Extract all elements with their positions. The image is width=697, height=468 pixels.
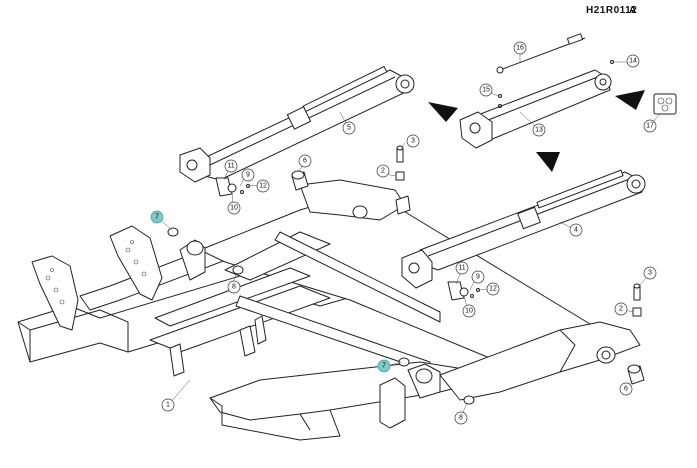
svg-text:7: 7 (155, 214, 159, 221)
svg-text:5: 5 (347, 125, 351, 132)
small-parts (167, 60, 677, 405)
svg-text:1: 1 (166, 402, 170, 409)
view-arrow-icon (615, 90, 645, 110)
svg-text:8: 8 (232, 284, 236, 291)
svg-text:6: 6 (303, 158, 307, 165)
callout-part-8: 8 (227, 280, 241, 294)
callout-part-12: 12 (486, 282, 500, 296)
drawing-code: H21R0112 (586, 5, 638, 16)
svg-text:3: 3 (648, 270, 652, 277)
svg-text:8: 8 (459, 415, 463, 422)
callout-part-17: 17 (643, 119, 657, 133)
callout-part-7: 7 (150, 210, 164, 224)
svg-text:12: 12 (259, 183, 267, 190)
callout-part-2: 2 (376, 164, 390, 178)
view-arrow-icon (536, 152, 560, 172)
callout-part-4: 4 (569, 223, 583, 237)
svg-text:15: 15 (482, 87, 490, 94)
svg-text:2: 2 (619, 306, 623, 313)
callout-part-9: 9 (241, 168, 255, 182)
callout-part-11: 11 (224, 159, 238, 173)
view-arrow-icon (428, 102, 458, 122)
svg-text:11: 11 (458, 265, 465, 272)
svg-text:7: 7 (382, 363, 386, 370)
callout-part-6: 6 (619, 382, 633, 396)
svg-text:12: 12 (489, 286, 497, 293)
callout-part-8: 8 (454, 411, 468, 425)
svg-text:3: 3 (411, 138, 415, 145)
svg-text:10: 10 (465, 308, 473, 315)
callout-part-9: 9 (471, 270, 485, 284)
callout-part-10: 10 (462, 304, 476, 318)
callout-part-16: 16 (513, 41, 527, 55)
svg-text:4: 4 (574, 227, 578, 234)
callout-part-2: 2 (614, 302, 628, 316)
hydraulic-cylinder-13 (459, 33, 612, 149)
svg-text:9: 9 (246, 172, 250, 179)
hydraulic-cylinder-4 (401, 169, 646, 289)
callout-part-5: 5 (342, 121, 356, 135)
svg-text:11: 11 (227, 163, 234, 170)
callout-part-7: 7 (377, 359, 391, 373)
callouts: 1 2 2 3 3 4 5 6 6 7 7 8 8 9 9 10 10 11 1… (150, 41, 657, 425)
callout-part-12: 12 (256, 179, 270, 193)
main-frame (17, 179, 641, 441)
callout-part-14: 14 (626, 54, 640, 68)
svg-text:16: 16 (516, 45, 524, 52)
svg-text:9: 9 (476, 274, 480, 281)
svg-text:2: 2 (381, 168, 385, 175)
callout-part-6: 6 (298, 154, 312, 168)
svg-text:14: 14 (629, 58, 637, 65)
callout-part-1: 1 (161, 398, 175, 412)
hydraulic-cylinder-5 (179, 66, 415, 183)
svg-text:17: 17 (646, 123, 654, 130)
callout-part-15: 15 (479, 83, 493, 97)
view-arrows (428, 90, 645, 172)
callout-part-11: 11 (455, 261, 469, 275)
svg-text:10: 10 (230, 205, 238, 212)
callout-part-10: 10 (227, 201, 241, 215)
callout-part-3: 3 (643, 266, 657, 280)
svg-text:6: 6 (624, 386, 628, 393)
svg-text:13: 13 (535, 127, 543, 134)
callout-part-13: 13 (532, 123, 546, 137)
callout-part-3: 3 (406, 134, 420, 148)
revision-letter: A (629, 5, 637, 16)
